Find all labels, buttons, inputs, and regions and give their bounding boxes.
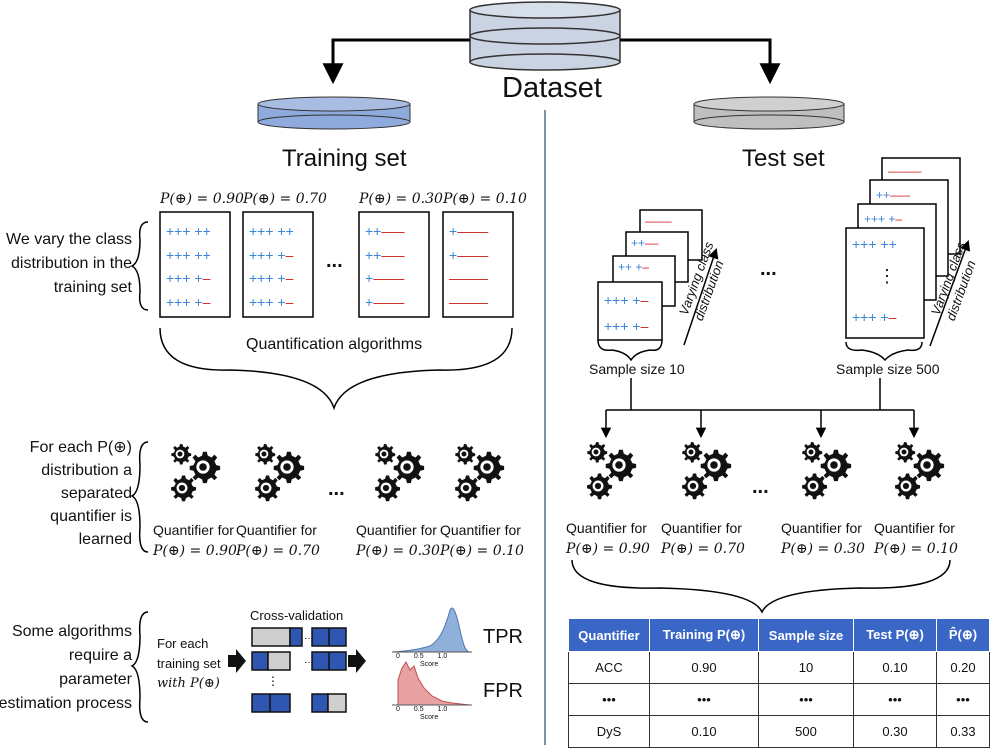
fpr-xticks: 0 0.5 1.0 <box>396 706 448 713</box>
tpr-xlabel: Score <box>420 661 439 668</box>
cross-validation-folds <box>251 627 347 713</box>
stack-large-row: ++––– <box>876 188 911 202</box>
training-sample-090 <box>159 211 231 318</box>
header-estimate: P̂(⊕) <box>936 618 990 652</box>
left-brace-1 <box>130 221 149 311</box>
training-prob-label: P(⊕) = 0.30 <box>359 191 443 207</box>
test-database-icon <box>693 96 845 130</box>
gears-icon <box>455 444 505 502</box>
fpr-histogram <box>392 661 472 706</box>
header-training: Training P(⊕) <box>649 618 759 652</box>
arrow-to-test <box>620 38 781 85</box>
training-sample-030 <box>358 211 430 318</box>
gears-icon <box>802 442 852 500</box>
training-prob-label: P(⊕) = 0.10 <box>443 191 527 207</box>
gears-icon <box>171 444 221 502</box>
quant-algos-label: Quantification algorithms <box>246 336 423 353</box>
brace-sample-10 <box>597 339 663 362</box>
training-set-label: Training set <box>282 145 407 172</box>
sample-size-10-label: Sample size 10 <box>589 361 685 377</box>
tpr-xticks: 0 0.5 1.0 <box>396 653 448 660</box>
training-database-icon <box>257 96 411 130</box>
training-bottom-brace <box>159 327 513 411</box>
stack-small-front: +++ +–+++ +– <box>604 292 649 334</box>
row3-arrow-2 <box>348 649 366 673</box>
stack-large-front-top: +++ ++ <box>852 236 897 252</box>
box-content-010: +––––+–––––––––––––– <box>449 223 489 310</box>
sample-size-500-label: Sample size 500 <box>836 361 940 377</box>
cv-ellipsis-1: ··· <box>304 633 314 644</box>
training-sample-010 <box>442 211 514 318</box>
gears-icon <box>895 442 945 500</box>
header-test: Test P(⊕) <box>853 618 937 652</box>
left-brace-2 <box>130 441 149 553</box>
stack-small-row: ++ +– <box>618 260 650 274</box>
fpr-xlabel: Score <box>420 714 439 721</box>
dataset-label: Dataset <box>502 72 602 104</box>
stack-small-top: –––– <box>645 214 672 228</box>
varying-arrow-large <box>929 240 971 347</box>
training-ellipsis: ... <box>326 250 343 272</box>
brace-sample-500 <box>845 341 923 362</box>
results-table: Quantifier Training P(⊕) Sample size Tes… <box>568 618 990 748</box>
training-boxes <box>159 211 514 318</box>
table-row: ••••••••••••••• <box>568 683 990 716</box>
dataset-database-icon <box>469 1 621 71</box>
gears-ellipsis-right: ... <box>752 476 769 498</box>
header-quantifier: Quantifier <box>568 618 650 652</box>
table-header-row: Quantifier Training P(⊕) Sample size Tes… <box>568 618 990 652</box>
stack-large-row: +++ +– <box>864 212 903 226</box>
fpr-label: FPR <box>483 680 523 702</box>
tpr-histogram <box>391 607 472 653</box>
test-stack-large <box>845 157 961 339</box>
box-content-090: +++ +++++ +++++ +–+++ +– <box>166 223 211 310</box>
test-bottom-brace <box>571 559 951 614</box>
training-prob-label: P(⊕) = 0.70 <box>243 191 327 207</box>
training-sample-070 <box>242 211 314 318</box>
stack-large-top: ––––– <box>888 164 922 178</box>
stack-small-row: ++–– <box>631 236 659 250</box>
header-sample-size: Sample size <box>758 618 854 652</box>
test-stack-small <box>597 209 703 341</box>
stack-large-front-bottom: +++ +– <box>852 309 897 325</box>
cross-validation-label: Cross-validation <box>250 608 344 623</box>
varying-arrow-small <box>683 248 719 346</box>
gears-icon <box>587 442 637 500</box>
arrow-to-training <box>322 38 470 85</box>
test-connector-tree <box>600 378 920 439</box>
box-content-030: ++–––++–––+––––+–––– <box>365 223 405 310</box>
cv-vertical-ellipsis: ⋮ <box>267 674 279 688</box>
gears-icon <box>255 444 305 502</box>
training-prob-label: P(⊕) = 0.90 <box>160 191 244 207</box>
gears-ellipsis-left: ... <box>328 478 345 500</box>
stack-large-vdots: ⋮ <box>878 266 896 286</box>
left-brace-3 <box>130 611 149 723</box>
row3-arrow-1 <box>228 649 246 673</box>
gears-icon <box>375 444 425 502</box>
test-set-label: Test set <box>742 145 825 172</box>
box-content-070: +++ +++++ +–+++ +–+++ +– <box>249 223 294 310</box>
gears-icon <box>682 442 732 500</box>
cv-ellipsis-2: ··· <box>304 657 314 668</box>
test-ellipsis: ... <box>760 258 777 280</box>
tpr-label: TPR <box>483 626 523 648</box>
